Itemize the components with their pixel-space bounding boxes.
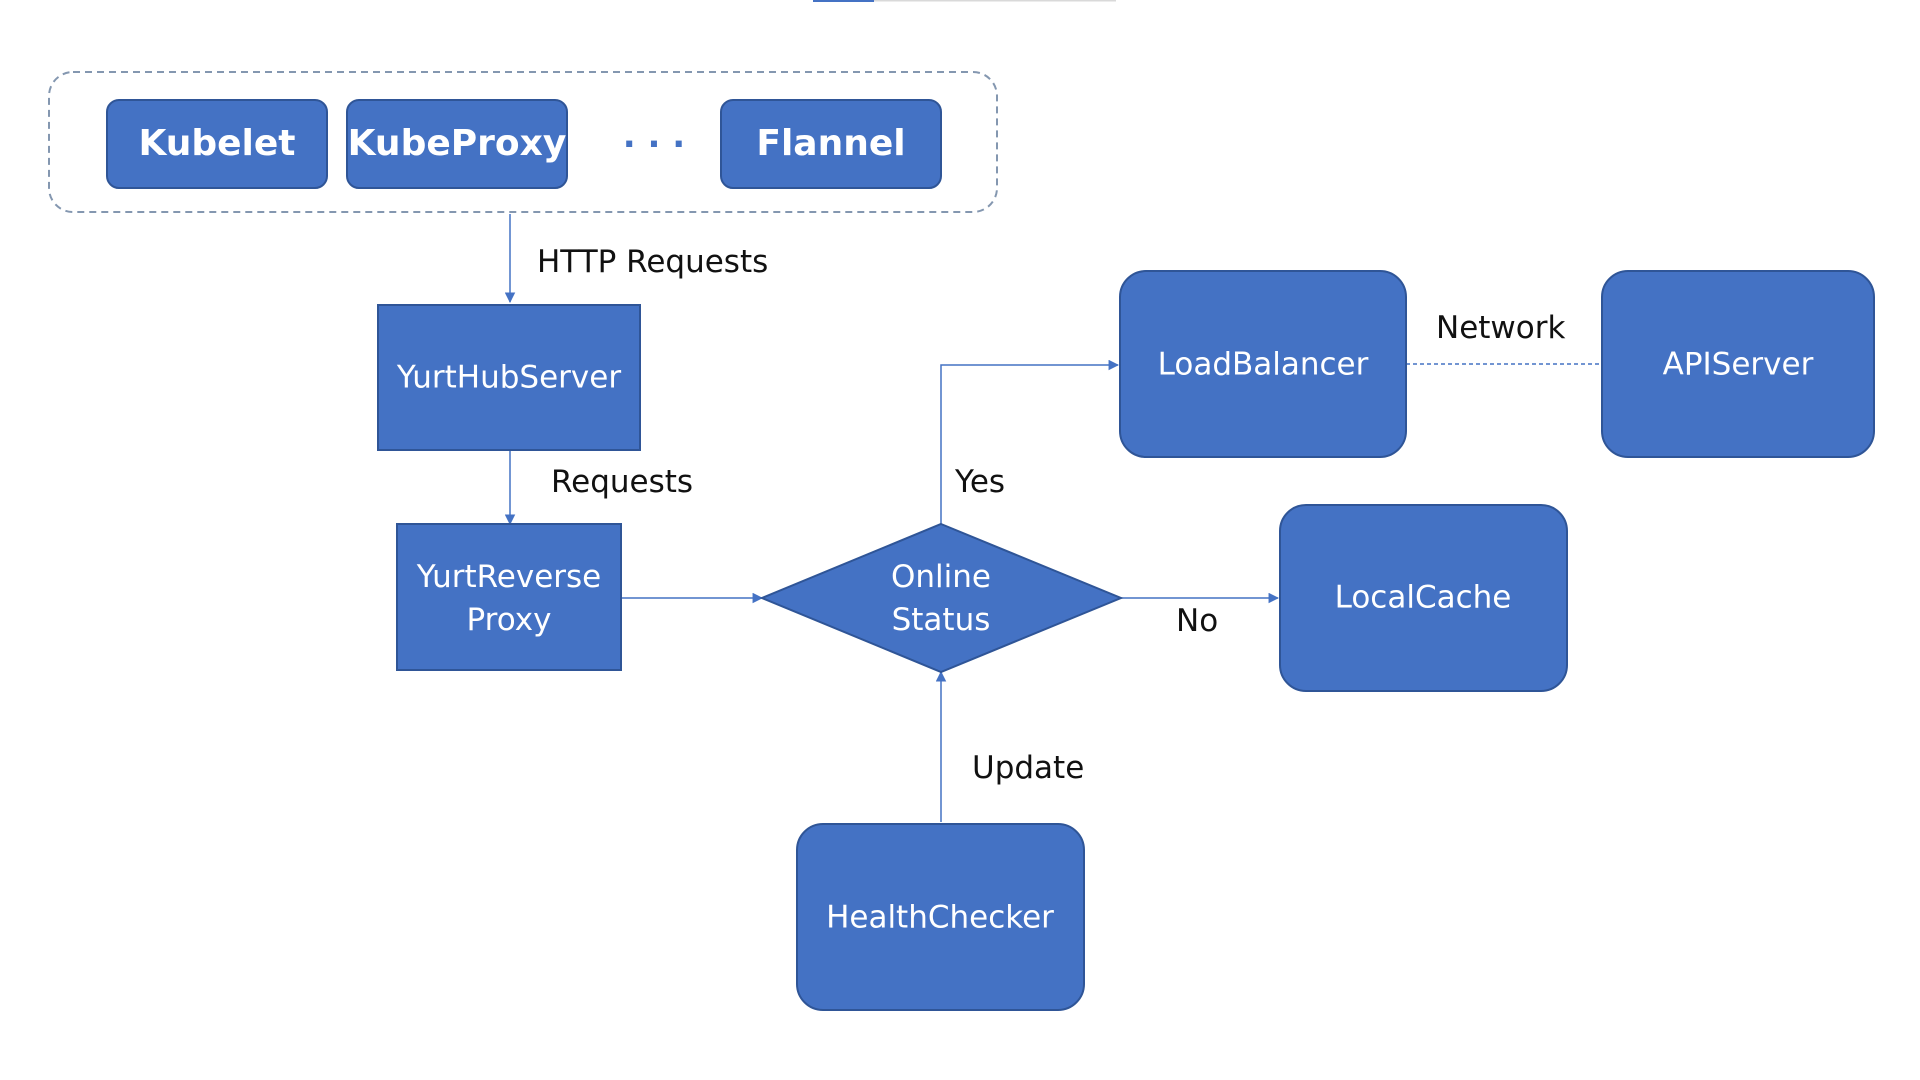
node-apiserver: APIServer — [1601, 270, 1875, 458]
group-item-kubelet: Kubelet — [106, 99, 328, 189]
group-item-kubeproxy-label: KubeProxy — [348, 123, 567, 164]
node-localcache: LocalCache — [1279, 504, 1568, 692]
edge-label-requests: Requests — [551, 464, 693, 500]
node-loadbalancer-label: LoadBalancer — [1158, 347, 1369, 383]
svg-text:YurtReverse: YurtReverse — [416, 559, 602, 595]
edge-onlinestatus-to-loadbalancer — [940, 359, 1120, 524]
group-item-flannel: Flannel — [720, 99, 942, 189]
svg-text:Proxy: Proxy — [467, 602, 552, 638]
svg-text:Online: Online — [891, 559, 991, 595]
node-apiserver-label: APIServer — [1663, 347, 1814, 383]
group-item-kubeproxy: KubeProxy — [346, 99, 568, 189]
node-yurthubserver: YurtHubServer — [377, 304, 641, 451]
edge-label-update: Update — [972, 750, 1084, 786]
node-onlinestatus-label-line2: Status — [892, 602, 991, 638]
node-localcache-label: LocalCache — [1335, 580, 1512, 616]
edge-label-yes: Yes — [954, 464, 1005, 500]
component-group-container — [48, 71, 998, 213]
edge-label-network: Network — [1436, 310, 1565, 346]
node-onlinestatus-decision: Online Status — [759, 522, 1124, 674]
edge-label-http-requests: HTTP Requests — [537, 244, 768, 280]
node-healthchecker-label: HealthChecker — [826, 900, 1054, 936]
group-ellipsis: · · · — [623, 125, 685, 165]
node-yurtreverseproxy-label-line2: Proxy — [467, 602, 552, 638]
node-healthchecker: HealthChecker — [796, 823, 1085, 1011]
group-item-flannel-label: Flannel — [756, 123, 905, 164]
group-item-kubelet-label: Kubelet — [138, 123, 295, 164]
edge-label-no: No — [1176, 603, 1218, 639]
node-yurtreverseproxy-label-line1: YurtReverse — [416, 559, 602, 595]
node-yurtreverseproxy: YurtReverse Proxy — [396, 523, 622, 671]
top-tab-line — [874, 0, 1116, 2]
node-yurthubserver-label: YurtHubServer — [396, 360, 621, 396]
node-onlinestatus-label-line1: Online — [891, 559, 991, 595]
svg-text:Status: Status — [892, 602, 991, 638]
top-tab-accent — [813, 0, 874, 2]
node-loadbalancer: LoadBalancer — [1119, 270, 1407, 458]
